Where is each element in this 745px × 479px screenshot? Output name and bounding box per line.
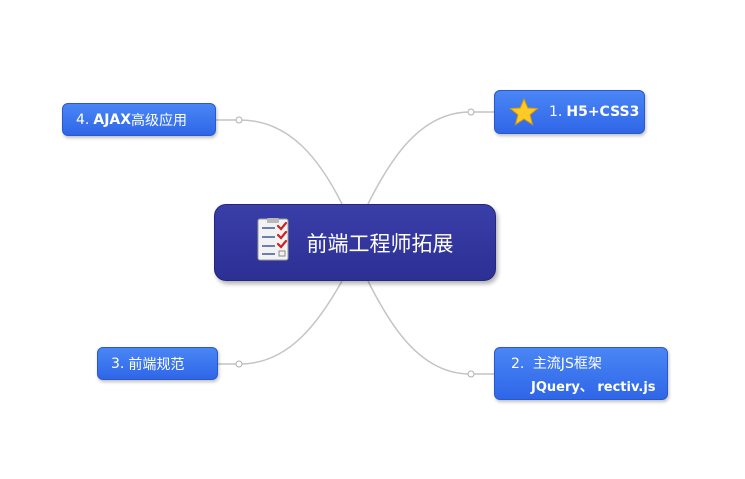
connector-standards bbox=[218, 280, 343, 365]
branch-number: 2. bbox=[511, 355, 525, 372]
branch-title-row: 2. 主流JS框架 bbox=[511, 353, 602, 373]
branch-node-frameworks[interactable]: 2. 主流JS框架 JQuery、 rectiv.js bbox=[494, 347, 668, 400]
branch-number: 1. bbox=[549, 104, 563, 120]
connector-dot-standards bbox=[235, 360, 243, 368]
branch-label-bold: AJAX bbox=[93, 111, 132, 128]
connector-dot-frameworks bbox=[467, 370, 475, 378]
root-node[interactable]: 前端工程师拓展 bbox=[214, 204, 496, 281]
root-label: 前端工程师拓展 bbox=[306, 231, 454, 256]
checklist-icon bbox=[257, 218, 291, 267]
connector-ajax bbox=[216, 119, 343, 205]
branch-sub-label: JQuery、 rectiv.js bbox=[531, 379, 656, 395]
branch-node-standards[interactable]: 3. 前端规范 bbox=[97, 347, 218, 380]
connector-frameworks bbox=[367, 280, 494, 375]
branch-node-ajax[interactable]: 4. AJAX 高级应用 bbox=[62, 103, 216, 136]
connector-h5 bbox=[367, 111, 494, 205]
branch-number: 3. bbox=[111, 355, 125, 372]
branch-number: 4. bbox=[76, 111, 90, 128]
branch-label: 前端规范 bbox=[128, 356, 185, 373]
branch-label: H5+CSS3 bbox=[566, 104, 640, 120]
connector-dot-ajax bbox=[235, 116, 243, 124]
branch-label: 高级应用 bbox=[131, 112, 188, 129]
star-icon bbox=[509, 97, 539, 127]
branch-node-h5[interactable]: 1. H5+CSS3 bbox=[494, 90, 645, 134]
branch-label: 主流JS框架 bbox=[532, 355, 602, 372]
connector-dot-h5 bbox=[467, 108, 475, 116]
